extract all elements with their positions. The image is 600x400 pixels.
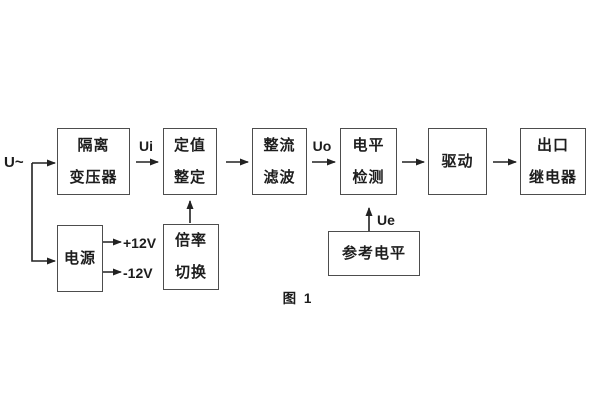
label-ue: Ue [377, 212, 395, 228]
block-ratio-switch: 倍率 切换 [163, 224, 219, 290]
figure-caption: 图 1 [282, 291, 314, 306]
block-isolation-transformer: 隔离 变压器 [57, 128, 130, 195]
connector-input-to-power [31, 163, 56, 265]
block-drive: 驱动 [428, 128, 487, 195]
label-uo: Uo [312, 138, 332, 154]
block-reference-level: 参考电平 [328, 231, 420, 276]
label-plus-12v: +12V [123, 235, 157, 251]
label-ui: Ui [139, 138, 153, 154]
label-input-voltage: U~ [4, 154, 24, 171]
block-setpoint-setting: 定值 整定 [163, 128, 217, 195]
block-power-supply: 电源 [57, 225, 103, 292]
label-minus-12v: -12V [123, 265, 153, 281]
block-level-detection: 电平 检测 [340, 128, 397, 195]
block-output-relay: 出口 继电器 [520, 128, 586, 195]
block-rectifier-filter: 整流 滤波 [252, 128, 307, 195]
